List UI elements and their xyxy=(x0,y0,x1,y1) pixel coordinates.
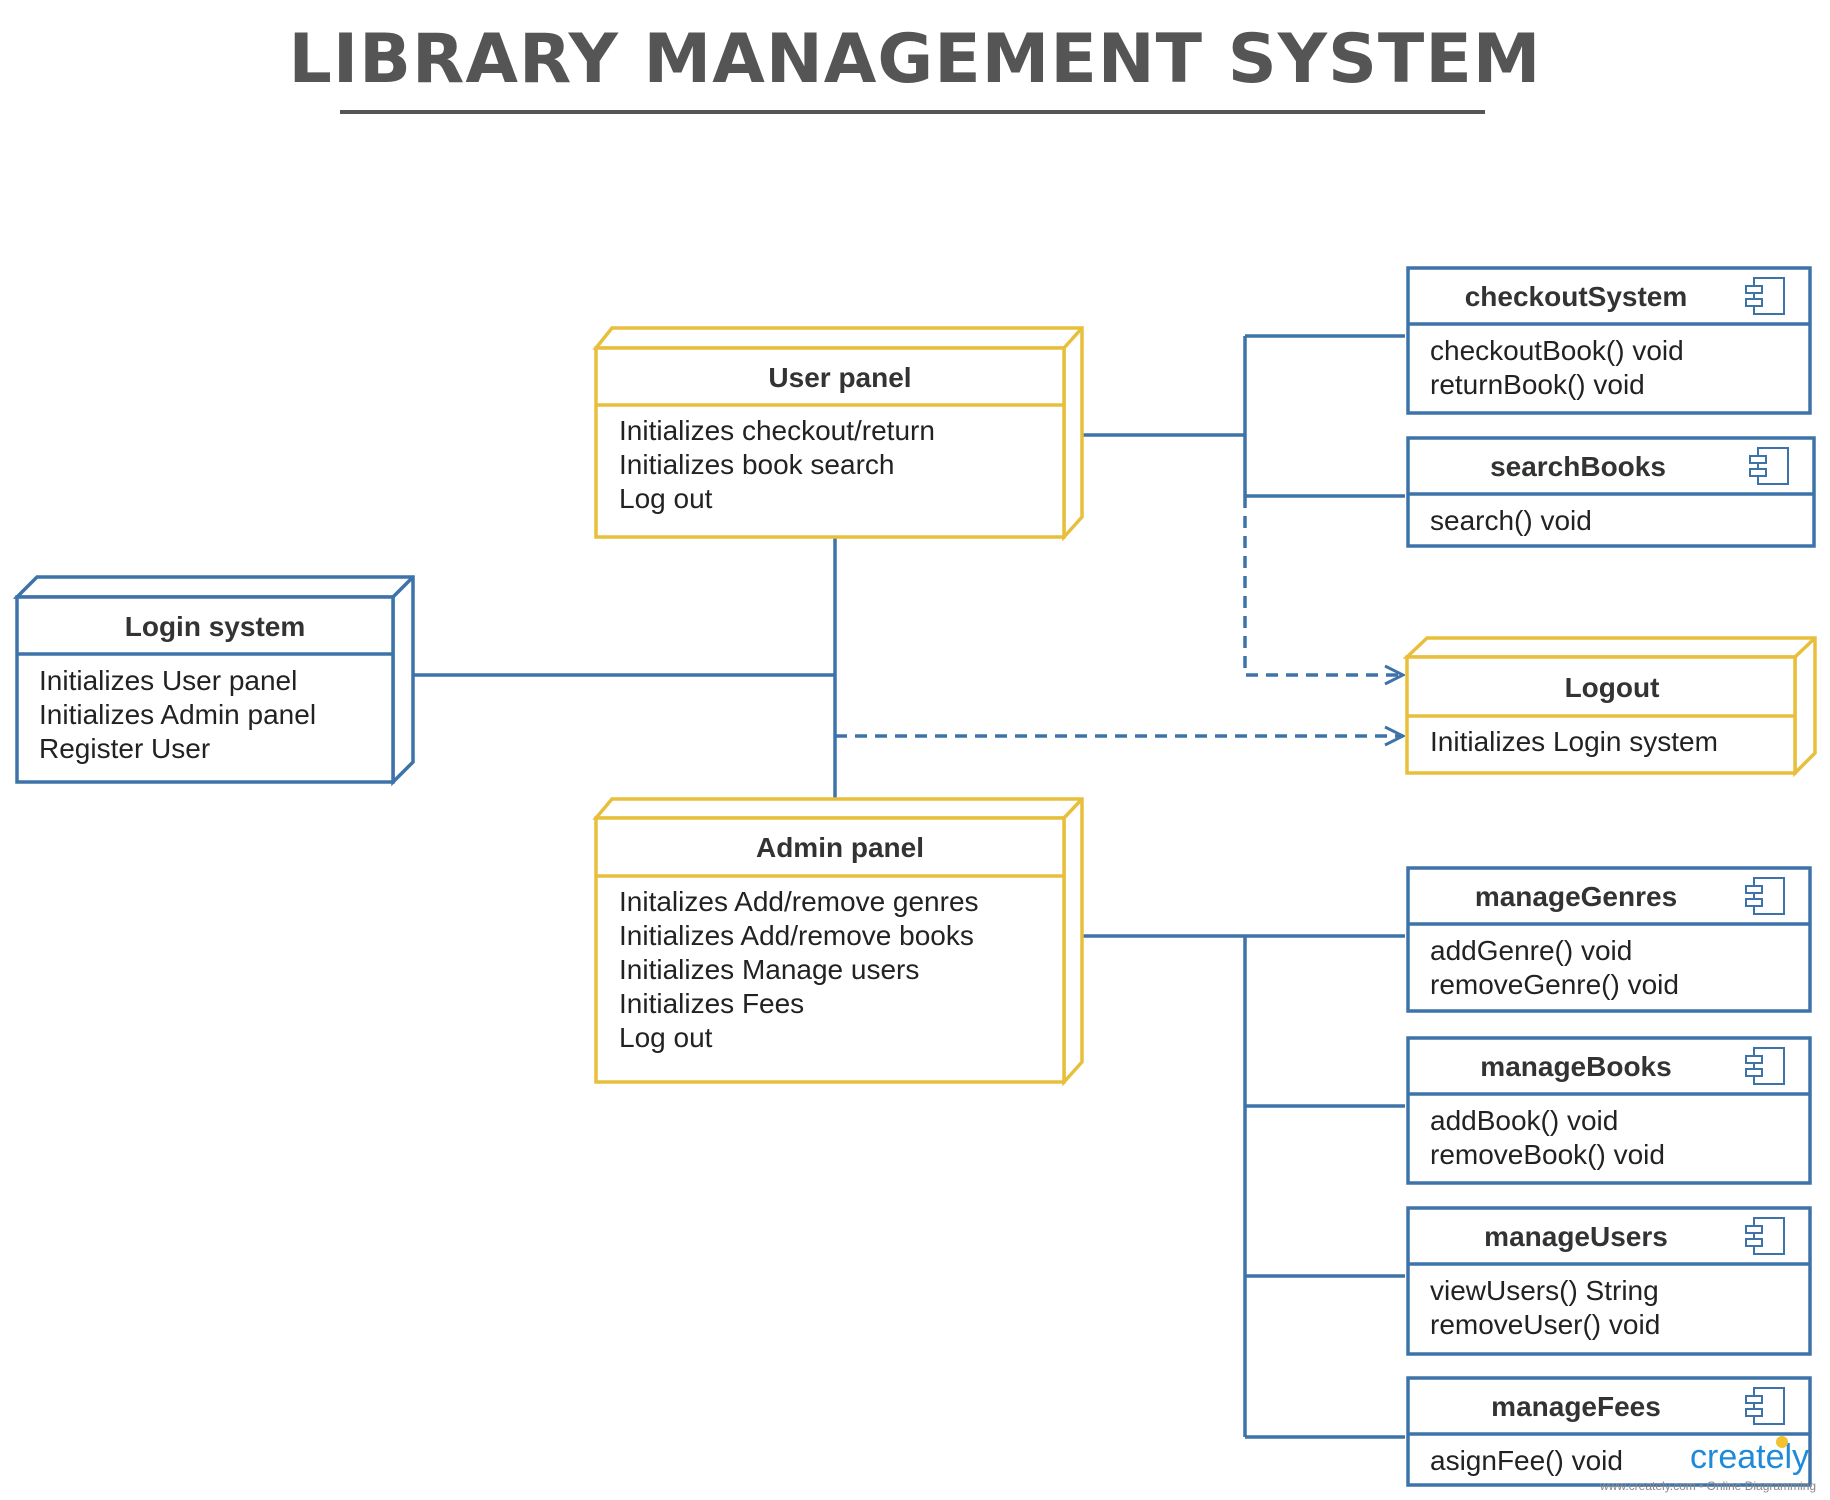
component-manage-users-op-1: viewUsers() String xyxy=(1430,1275,1659,1306)
node-user-panel-line-1: Initializes checkout/return xyxy=(619,415,935,446)
node-admin-panel-line-4: Initializes Fees xyxy=(619,988,804,1019)
component-checkout-system-op-2: returnBook() void xyxy=(1430,369,1645,400)
component-checkout-system[interactable]: checkoutSystem checkoutBook() void retur… xyxy=(1406,266,1812,415)
node-login-system-line-2: Initializes Admin panel xyxy=(39,699,316,730)
component-icon xyxy=(1745,277,1785,315)
component-manage-fees-box xyxy=(1406,1376,1812,1487)
node-login-system[interactable]: Login system Initializes User panel Init… xyxy=(12,575,415,787)
title-underline xyxy=(340,110,1485,114)
node-user-panel-line-2: Initializes book search xyxy=(619,449,894,480)
component-manage-users-title: manageUsers xyxy=(1484,1221,1668,1252)
component-manage-books-op-2: removeBook() void xyxy=(1430,1139,1665,1170)
component-manage-fees-op-1: asignFee() void xyxy=(1430,1445,1623,1476)
dependency-arrow-to-logout-upper xyxy=(1243,496,1403,675)
node-user-panel-title: User panel xyxy=(768,362,911,393)
node-admin-panel-line-1: Initalizes Add/remove genres xyxy=(619,886,979,917)
node-login-system-face xyxy=(15,595,395,784)
component-manage-genres-box xyxy=(1406,866,1812,1013)
node-login-system-line-3: Register User xyxy=(39,733,210,764)
node-admin-panel-line-5: Log out xyxy=(619,1022,713,1053)
component-manage-genres-op-2: removeGenre() void xyxy=(1430,969,1679,1000)
creately-caption: www.creately.com • Online Diagramming xyxy=(1599,1479,1816,1493)
component-manage-fees[interactable]: manageFees asignFee() void xyxy=(1406,1376,1812,1487)
node-login-system-edge xyxy=(391,575,415,599)
component-manage-users-box xyxy=(1406,1206,1812,1356)
component-manage-books-title: manageBooks xyxy=(1480,1051,1671,1082)
node-user-panel-line-3: Log out xyxy=(619,483,713,514)
dependency-arrows xyxy=(835,496,1403,736)
node-user-panel-face xyxy=(594,346,1066,539)
node-admin-panel-line-3: Initializes Manage users xyxy=(619,954,919,985)
component-icon xyxy=(1749,447,1789,485)
diagram-title: LIBRARY MANAGEMENT SYSTEM xyxy=(288,20,1542,99)
component-search-books[interactable]: searchBooks search() void xyxy=(1406,436,1816,548)
component-manage-users[interactable]: manageUsers viewUsers() String removeUse… xyxy=(1406,1206,1812,1356)
node-logout-title: Logout xyxy=(1565,672,1660,703)
component-manage-genres-op-1: addGenre() void xyxy=(1430,935,1632,966)
component-icon xyxy=(1745,1217,1785,1255)
component-icon xyxy=(1745,1047,1785,1085)
component-checkout-system-box xyxy=(1406,266,1812,415)
lightbulb-icon xyxy=(1776,1436,1788,1448)
component-manage-genres-title: manageGenres xyxy=(1475,881,1677,912)
component-search-books-box xyxy=(1406,436,1816,548)
node-admin-panel-face xyxy=(594,816,1066,1084)
component-manage-users-op-2: removeUser() void xyxy=(1430,1309,1660,1340)
node-admin-panel-edge xyxy=(1062,797,1084,820)
node-login-system-title: Login system xyxy=(125,611,305,642)
component-icon xyxy=(1745,877,1785,915)
node-admin-panel-line-2: Initializes Add/remove books xyxy=(619,920,974,951)
node-admin-panel-title: Admin panel xyxy=(756,832,924,863)
creately-watermark[interactable]: creately www.creately.com • Online Diagr… xyxy=(1599,1436,1816,1493)
node-login-system-line-1: Initializes User panel xyxy=(39,665,297,696)
component-checkout-system-title: checkoutSystem xyxy=(1465,281,1688,312)
component-manage-books-op-1: addBook() void xyxy=(1430,1105,1618,1136)
node-logout-edge xyxy=(1793,636,1817,659)
creately-logo: creately xyxy=(1690,1438,1809,1476)
node-admin-panel[interactable]: Admin panel Initalizes Add/remove genres… xyxy=(592,797,1084,1087)
connectors xyxy=(412,334,1405,1439)
component-manage-genres[interactable]: manageGenres addGenre() void removeGenre… xyxy=(1406,866,1812,1013)
node-logout-line-1: Initializes Login system xyxy=(1430,726,1718,757)
component-search-books-op-1: search() void xyxy=(1430,505,1592,536)
component-search-books-title: searchBooks xyxy=(1490,451,1666,482)
component-manage-books-box xyxy=(1406,1036,1812,1185)
node-user-panel[interactable]: User panel Initializes checkout/return I… xyxy=(592,326,1084,542)
component-manage-fees-title: manageFees xyxy=(1491,1391,1661,1422)
node-logout[interactable]: Logout Initializes Login system xyxy=(1402,636,1817,778)
component-icon xyxy=(1745,1387,1785,1425)
component-manage-books[interactable]: manageBooks addBook() void removeBook() … xyxy=(1406,1036,1812,1185)
node-user-panel-edge xyxy=(1062,326,1084,350)
component-checkout-system-op-1: checkoutBook() void xyxy=(1430,335,1684,366)
